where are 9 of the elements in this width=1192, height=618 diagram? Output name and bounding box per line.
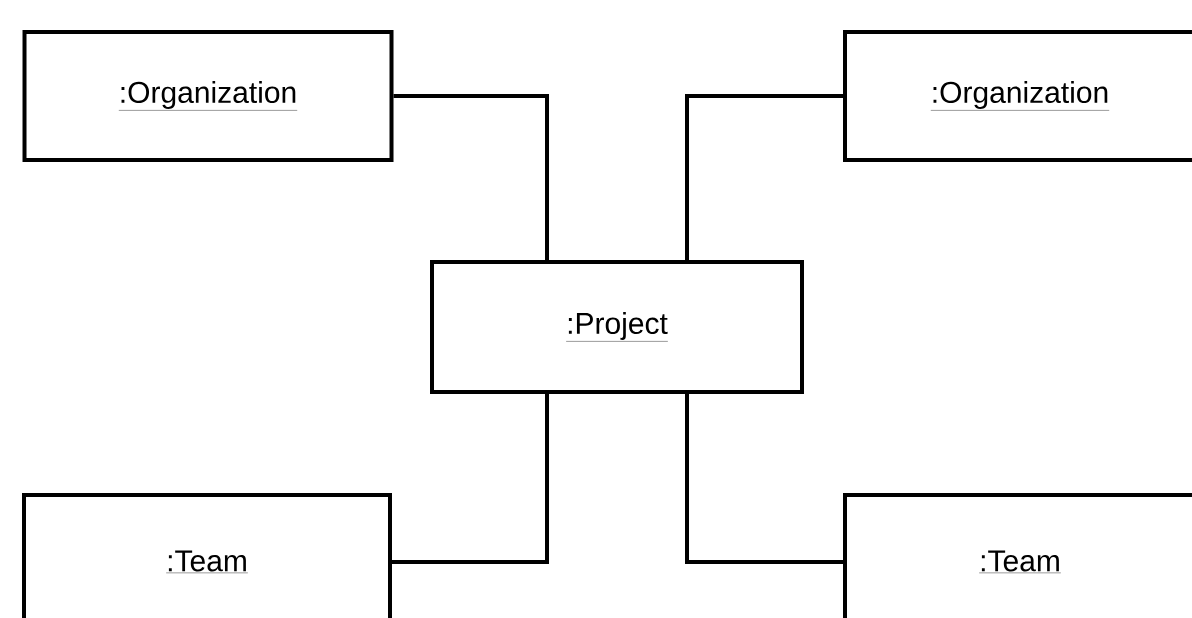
object-box: :Team bbox=[843, 493, 1192, 618]
connector-line bbox=[685, 94, 843, 260]
connector-line bbox=[685, 394, 843, 564]
object-box: :Team bbox=[22, 493, 392, 618]
connector-line bbox=[393, 94, 549, 260]
object-box: :Organization bbox=[843, 30, 1192, 162]
connector-line bbox=[392, 394, 549, 564]
object-box: :Project bbox=[430, 260, 804, 394]
object-box: :Organization bbox=[22, 30, 394, 162]
